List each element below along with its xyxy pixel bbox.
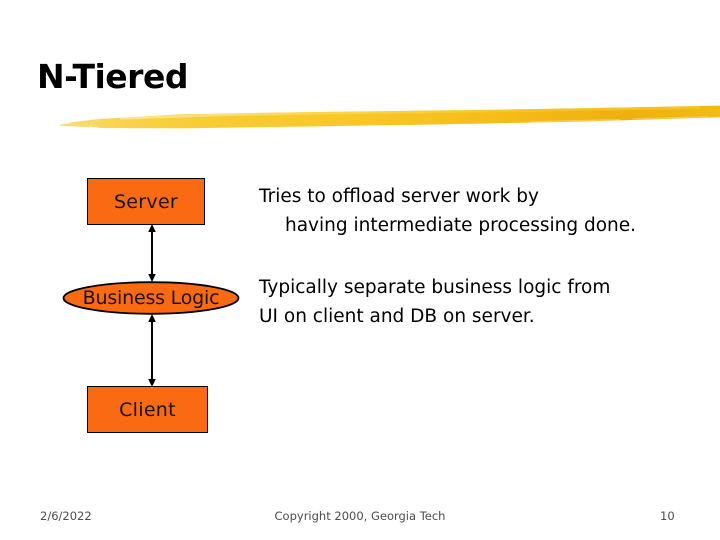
- ellipse-shape: [62, 281, 240, 315]
- footer-date: 2/6/2022: [40, 509, 92, 523]
- footer-copyright: Copyright 2000, Georgia Tech: [274, 509, 446, 523]
- diagram-node-business-logic[interactable]: Business Logic: [62, 281, 240, 315]
- body-copy: Tries to offload server work by having i…: [259, 182, 709, 331]
- diagram-node-server-label: Server: [113, 190, 179, 213]
- title-underline-brushstroke: [60, 105, 720, 129]
- body-paragraph-separation: Typically separate business logic from U…: [259, 273, 709, 331]
- n-tier-diagram: Server Business Logic Client: [55, 172, 250, 440]
- body-paragraph-offload-line1: Tries to offload server work by: [259, 186, 539, 207]
- body-paragraph-offload: Tries to offload server work by having i…: [259, 182, 709, 240]
- diagram-node-client-label: Client: [119, 398, 176, 421]
- body-paragraph-offload-line2: having intermediate processing done.: [285, 215, 637, 236]
- diagram-node-server[interactable]: Server: [87, 178, 205, 225]
- page-title: N-Tiered: [37, 57, 188, 96]
- connector-business-logic-to-client: [148, 314, 156, 387]
- body-paragraph-separation-line2: UI on client and DB on server.: [259, 306, 535, 327]
- body-paragraph-separation-line1: Typically separate business logic from: [259, 277, 611, 298]
- connector-server-to-business-logic: [148, 224, 156, 282]
- footer-page-number: 10: [660, 509, 675, 523]
- slide-footer: 2/6/2022 Copyright 2000, Georgia Tech 10: [0, 505, 720, 527]
- diagram-node-client[interactable]: Client: [87, 386, 208, 433]
- diagram-node-business-logic-label: Business Logic: [82, 287, 220, 309]
